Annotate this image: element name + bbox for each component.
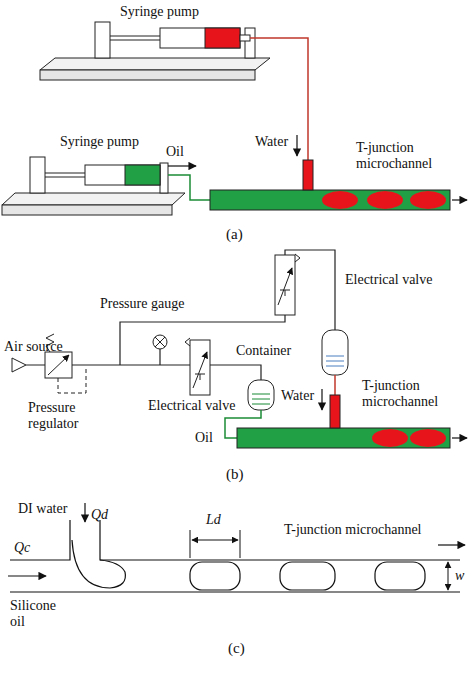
microchannel xyxy=(210,190,450,210)
dimension-lines xyxy=(190,530,448,590)
fluid-label: Silicone oil xyxy=(10,598,70,630)
syringe-pump xyxy=(2,157,185,215)
syringe-pump xyxy=(40,22,270,80)
flow-arrow xyxy=(452,199,467,200)
water-tube xyxy=(334,375,336,395)
panel-label: (a) xyxy=(226,226,243,242)
part-label: T-junction microchannel xyxy=(362,378,462,410)
channel-walls xyxy=(10,520,460,592)
part-label: Syringe pump xyxy=(120,4,199,20)
flow-rate-symbol: Qd xyxy=(91,507,108,523)
oil-tube xyxy=(168,175,212,200)
droplets xyxy=(322,191,446,209)
water-inlet xyxy=(303,160,313,190)
flow-label: Water xyxy=(281,388,314,404)
pressure-gauge xyxy=(153,335,167,349)
part-label: T-junction microchannel xyxy=(284,522,422,538)
air-line xyxy=(26,365,45,366)
electrical-valve xyxy=(185,338,210,395)
dimension-symbol: Ld xyxy=(206,512,221,528)
pilot-line xyxy=(58,367,86,393)
dimension-symbol: w xyxy=(455,568,464,584)
part-label: Pressure gauge xyxy=(100,296,200,312)
flow-rate-symbol: Qc xyxy=(14,540,30,556)
droplets xyxy=(372,429,446,447)
part-label: Syringe pump xyxy=(60,134,139,150)
flow-arrow xyxy=(84,503,85,522)
flow-arrow xyxy=(438,544,465,545)
part-label: Electrical valve xyxy=(148,398,235,414)
droplets xyxy=(190,562,425,590)
flow-arrow xyxy=(321,389,322,410)
water-tube xyxy=(250,38,308,160)
part-label: Container xyxy=(236,343,291,359)
oil-container xyxy=(248,380,274,410)
part-label: T-junction microchannel xyxy=(356,140,456,172)
part-label: Pressure regulator xyxy=(28,400,103,432)
flow-label: Water xyxy=(255,134,288,150)
flow-arrow xyxy=(296,135,297,156)
flow-label: Oil xyxy=(195,430,213,446)
electrical-valve xyxy=(275,254,300,315)
water-inlet xyxy=(330,395,340,428)
water-container xyxy=(322,330,348,375)
part-label: Electrical valve xyxy=(345,272,445,288)
microchannel xyxy=(237,428,450,448)
forming-droplet xyxy=(72,540,125,588)
panel-label: (b) xyxy=(226,466,244,482)
flow-label: Oil xyxy=(166,144,184,160)
air-source-symbol xyxy=(12,358,26,372)
flow-arrow xyxy=(168,165,196,166)
panel-label: (c) xyxy=(228,640,245,656)
flow-arrow xyxy=(8,575,46,576)
part-label: Air source xyxy=(4,339,63,355)
flow-arrow xyxy=(452,437,467,438)
fluid-label: DI water xyxy=(18,501,67,517)
